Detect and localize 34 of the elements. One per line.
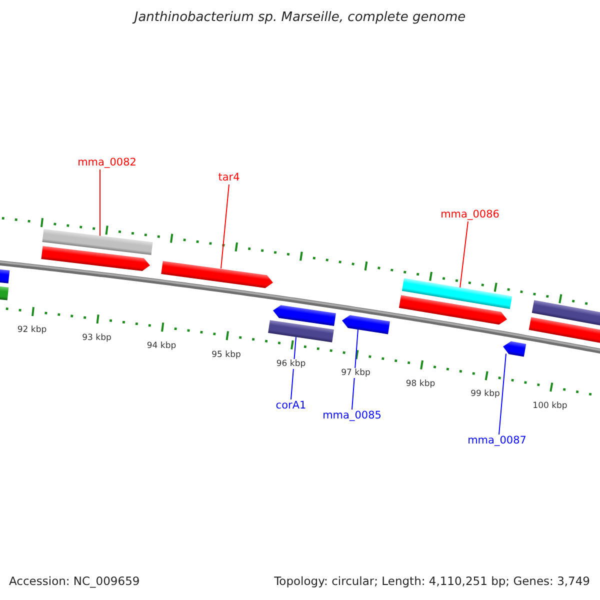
gene-label: mma_0087	[468, 434, 526, 448]
leader-line	[460, 221, 468, 288]
gene-bar	[532, 300, 600, 328]
gene-block	[502, 340, 526, 357]
gene-block	[161, 260, 274, 289]
scale-label: 92 kbp	[16, 325, 48, 336]
gene-block	[41, 246, 151, 272]
gene-label: mma_0082	[78, 156, 136, 170]
gene-label: tar4	[218, 172, 240, 184]
scale-label: 96 kbp	[275, 358, 307, 369]
gene-label: mma_0085	[322, 410, 382, 422]
scale-label: 94 kbp	[146, 340, 178, 351]
scale-label: 100 kbp	[532, 400, 568, 411]
leader-line	[220, 184, 230, 269]
footer-text: Accession: NC_009659	[9, 574, 140, 588]
leader-line	[352, 328, 358, 410]
gene-bar	[528, 316, 600, 344]
title: Janthinobacterium sp. Marseille, complete genome	[131, 10, 467, 25]
scale-label: 98 kbp	[404, 378, 436, 389]
gene-block	[398, 294, 508, 326]
leader-line	[498, 353, 506, 435]
gene-bar	[402, 278, 512, 310]
scale-label: 97 kbp	[340, 368, 372, 378]
scale-label: 93 kbp	[81, 332, 112, 343]
scale-label: 95 kbp	[210, 350, 242, 360]
gene-label: corA1	[276, 400, 306, 412]
gene-block	[341, 314, 390, 334]
footer-text: Topology: circular; Length: 4,110,251 bp; Genes: 3,749	[274, 574, 590, 588]
gene-bar	[268, 320, 334, 342]
gene-bar	[42, 229, 153, 256]
gene-label: mma_0086	[440, 208, 500, 222]
scale-label: 99 kbp	[470, 389, 501, 400]
gene-bar	[0, 269, 10, 284]
gene-block	[272, 304, 336, 326]
